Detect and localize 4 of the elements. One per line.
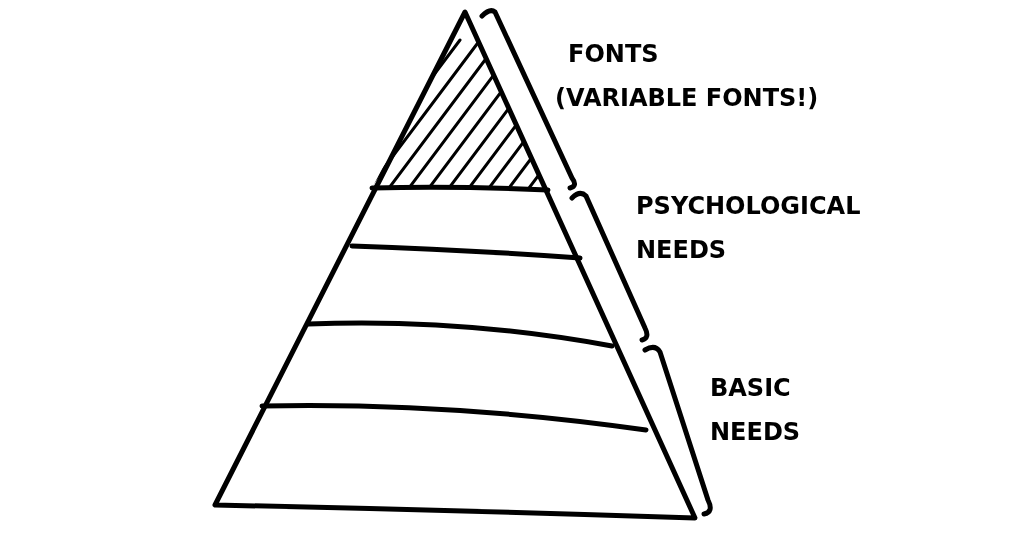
pyramid-level-label: PSYCHOLOGICAL NEEDS — [636, 191, 861, 266]
pyramid-level-label: (VARIABLE FONTS!) — [555, 83, 819, 114]
pyramid-level-label: BASIC NEEDS — [710, 373, 801, 448]
pyramid-level-label: FONTS — [568, 39, 659, 70]
